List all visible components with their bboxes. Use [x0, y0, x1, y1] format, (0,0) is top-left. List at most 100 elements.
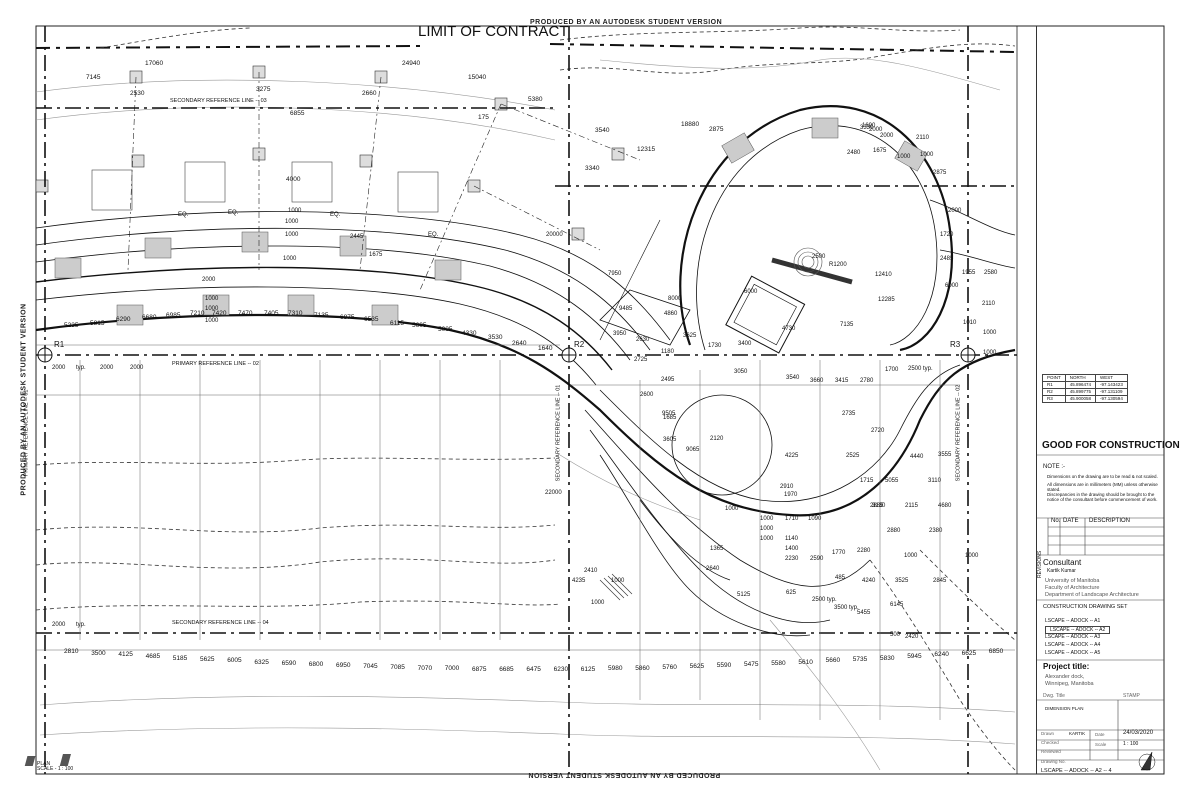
- dimension-label: 4730: [782, 326, 796, 332]
- dimension-label: 6685: [499, 666, 514, 673]
- coords-cell: 45.900058: [1064, 395, 1097, 403]
- date-label: Date: [1095, 732, 1105, 737]
- deck: [725, 275, 806, 354]
- contours: [35, 26, 1016, 771]
- dimension-label: 2810: [64, 648, 79, 655]
- dimension-label: 7045: [363, 663, 378, 670]
- dimension-label: 2485: [940, 256, 954, 262]
- point-r2-label: R2: [574, 340, 585, 349]
- dimension-label: 7950: [608, 271, 622, 277]
- dimension-label: 2000: [130, 365, 144, 371]
- dimension-label: 4125: [118, 651, 133, 658]
- dimension-label: 2000: [202, 277, 216, 283]
- drawing-no: LSCAPE -- ADOCK -- A2 -- 4: [1041, 768, 1112, 774]
- dimension-label: 3340: [585, 165, 600, 172]
- dimension-label: 5760: [662, 664, 677, 671]
- terrain-lines: [35, 57, 1016, 771]
- point-r3-label: R3: [950, 340, 961, 349]
- dimension-label: 1955: [962, 270, 976, 276]
- watermark-top: PRODUCED BY AN AUTODESK STUDENT VERSION: [530, 19, 723, 26]
- dimension-label: 1000: [205, 318, 219, 324]
- dimension-label: EQ.: [330, 212, 341, 218]
- dimension-label: 18880: [681, 121, 700, 128]
- dimension-label: 5815: [90, 320, 105, 327]
- dimension-label: 1180: [661, 349, 674, 355]
- dimension-label: 24940: [402, 60, 421, 67]
- dimension-label: 2280: [857, 548, 871, 554]
- dimension-label: 4225: [785, 453, 799, 459]
- dimension-label: 3540: [595, 127, 610, 134]
- dimension-label: 7210: [190, 310, 205, 317]
- dimension-label: EQ.: [428, 232, 439, 238]
- dimension-label: 4240: [862, 578, 876, 584]
- dimension-label: 3400: [738, 341, 752, 347]
- dimension-label: 2000: [100, 365, 114, 371]
- dimension-label: 2845: [933, 578, 947, 584]
- dimension-label: 1010: [963, 320, 977, 326]
- sheet-item: LSCAPE -- ADOCK -- A3: [1045, 634, 1101, 640]
- coordinates-table: POINT NORTH WEST R1 45.896474 -97.143423…: [1042, 374, 1128, 403]
- plan-scale: SCALE - 1 : 100: [37, 766, 74, 772]
- dimension-label: 6850: [988, 648, 1004, 655]
- label-secondary-ref-04: SECONDARY REFERENCE LINE -- 04: [172, 620, 269, 626]
- dimension-label: 1675: [873, 148, 887, 154]
- dimension-label: 7135: [840, 322, 854, 328]
- dimension-label: 6125: [580, 666, 596, 673]
- dimension-label: 2885: [870, 503, 884, 509]
- dimension-label: 6590: [281, 660, 297, 667]
- dimension-label: 1000: [965, 553, 979, 559]
- label-secondary-ref-03: SECONDARY REFERENCE LINE -- 03: [170, 98, 267, 104]
- dimension-label: 1000: [904, 553, 918, 559]
- dimension-label: 7135: [314, 312, 329, 319]
- dimension-label: 6950: [336, 662, 351, 669]
- project-title-label: Project title:: [1043, 662, 1090, 671]
- dimension-label: 6855: [290, 110, 305, 117]
- dimension-label: 3525: [895, 578, 909, 584]
- dimension-label: 2725: [634, 357, 648, 363]
- dimension-label: 6535: [364, 316, 379, 323]
- coords-cell: -97.130594: [1095, 395, 1128, 403]
- project-name-line: Winnipeg, Manitoba: [1045, 681, 1094, 687]
- dimension-label: 2780: [860, 378, 874, 384]
- sheet-item: LSCAPE -- ADOCK -- A1: [1045, 618, 1101, 624]
- consultant-name: Kartik Kumar: [1047, 568, 1076, 574]
- dimension-label: 4860: [664, 311, 678, 317]
- dimension-label: typ.: [76, 365, 86, 371]
- dimension-label: 6680: [142, 314, 157, 321]
- dimension-label: 2410: [584, 568, 598, 574]
- dimension-label: 6475: [526, 666, 541, 673]
- title-block: NOTE :- Dimensions on the drawing are to…: [1036, 26, 1165, 774]
- fire-pit: [793, 247, 823, 277]
- dimension-label: 1000: [288, 208, 302, 214]
- dimension-label: 4235: [572, 578, 586, 584]
- dimension-label: typ.: [76, 622, 86, 628]
- dimension-label: 2110: [982, 301, 995, 307]
- dimension-label: 5605: [412, 322, 427, 329]
- dimension-label: 5625: [689, 663, 705, 670]
- point-r1-label: R1: [54, 340, 65, 349]
- dimension-label: 3110: [928, 478, 941, 484]
- dimension-label: 2000: [52, 622, 66, 628]
- dimension-label: 6875: [340, 314, 355, 321]
- dimension-label: 2530: [130, 90, 145, 97]
- dimension-label: 1715: [860, 478, 874, 484]
- drawing-set-name: CONSTRUCTION DRAWING SET: [1043, 604, 1128, 610]
- dimension-label: 1770: [832, 550, 846, 556]
- label-secondary-ref-02: SECONDARY REFERENCE LINE -- 02: [955, 384, 962, 482]
- dimension-label: 4000: [286, 176, 301, 183]
- dimension-label: 2875: [709, 126, 724, 133]
- dimension-label: 5610: [798, 659, 813, 666]
- dimension-label: 5580: [771, 660, 786, 667]
- dimension-label: 1000: [760, 516, 774, 522]
- dimension-label: 4330: [462, 330, 477, 337]
- dimension-label: 6625: [961, 650, 977, 657]
- dimension-label: 2230: [785, 556, 799, 562]
- dimension-label: R1200: [829, 262, 847, 268]
- dimension-label: 1730: [708, 343, 722, 349]
- consultant-label: Consultant: [1043, 558, 1082, 567]
- dimension-label: 9065: [686, 447, 700, 453]
- title-block-grid: [1036, 454, 1164, 761]
- dimension-label: 1400: [785, 546, 799, 552]
- dimension-label: 5380: [528, 96, 543, 103]
- dimension-label: 3605: [663, 437, 677, 443]
